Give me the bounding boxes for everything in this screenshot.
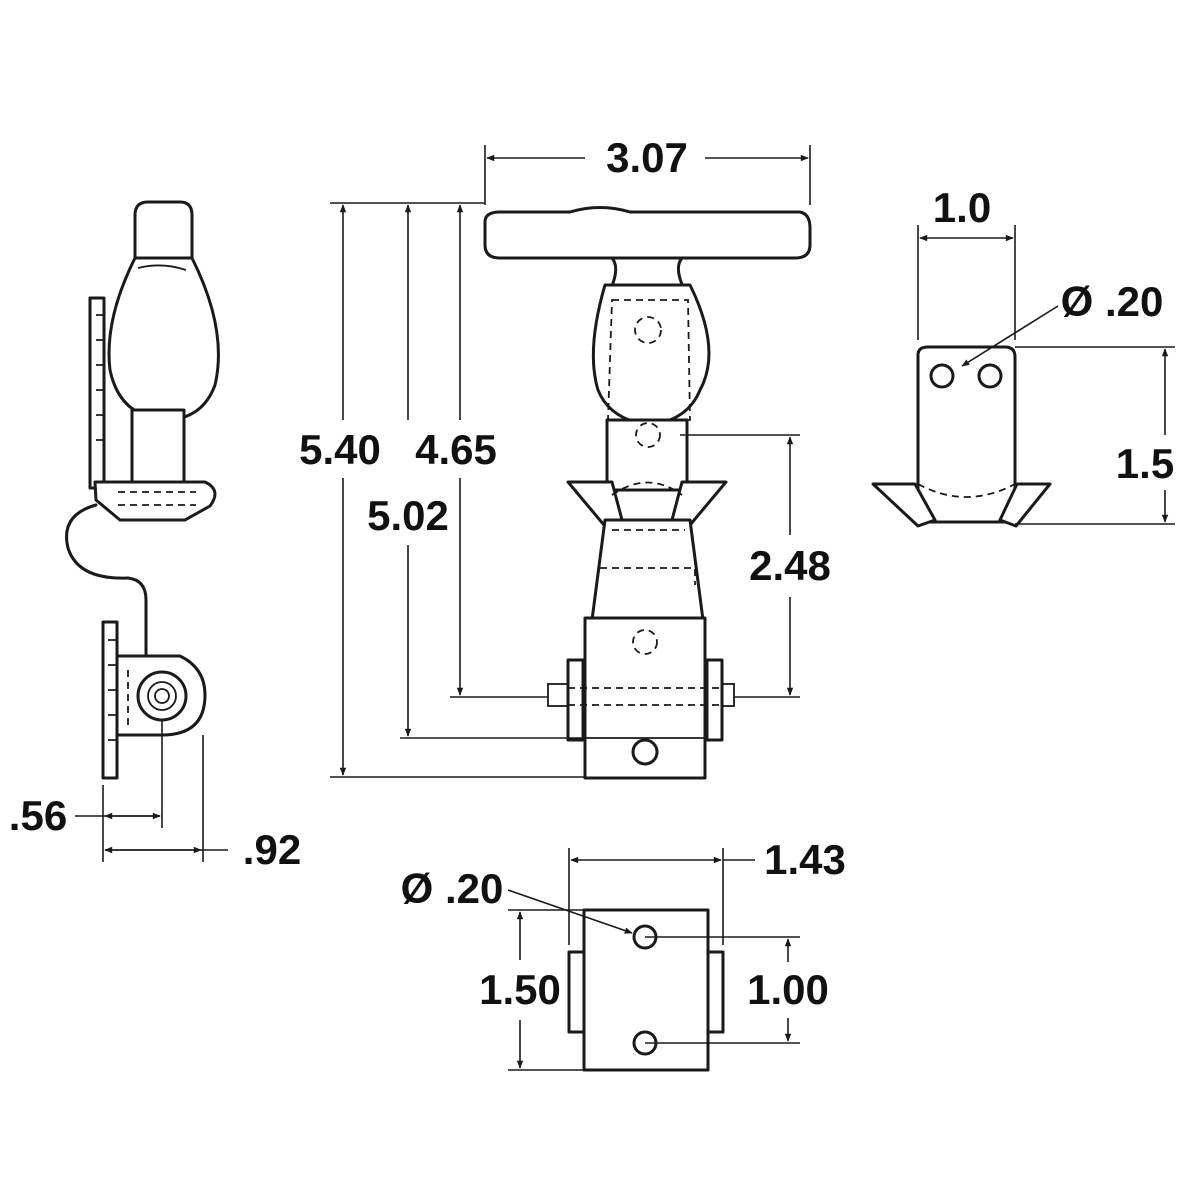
front-handle-body	[591, 283, 711, 427]
front-view	[483, 206, 812, 780]
side-plate-ticks	[96, 314, 104, 441]
dim-label-keeper-height: 1.5	[1116, 440, 1174, 487]
base-flange-left	[567, 950, 586, 1034]
keeper-hole-left	[929, 363, 955, 389]
side-pivot-inner	[147, 681, 177, 711]
side-handle-cap	[133, 200, 194, 260]
keeper-view	[871, 345, 1052, 528]
front-base-flange-right	[705, 658, 724, 742]
keeper-lip-left	[871, 482, 937, 528]
dim-label-side-small: .56	[9, 792, 67, 839]
side-plate-lower	[101, 620, 119, 780]
front-base-flange-left	[566, 658, 585, 742]
side-view	[65, 200, 220, 780]
front-bolt-hidden	[568, 687, 722, 706]
front-bolt-nut	[721, 683, 735, 707]
dim-label-keeper-width: 1.0	[933, 184, 991, 231]
dim-label-height-to-bolt: 4.65	[415, 426, 497, 473]
front-spring-body	[590, 518, 705, 622]
dim-label-base-width: 1.43	[764, 836, 846, 883]
front-t-handle-bar	[483, 206, 812, 260]
dim-label-height-overall: 5.40	[299, 426, 381, 473]
dim-label-base-hole-spacing: 1.00	[747, 966, 829, 1013]
side-handle-body	[107, 256, 220, 422]
front-base-hole	[631, 738, 659, 766]
front-shaft	[605, 418, 689, 492]
side-plate-upper	[88, 296, 106, 490]
side-pivot-outer	[136, 670, 188, 722]
dimension-labels: 3.07 5.40 4.65 5.02 2.48 1.0 Ø .20 1.5 .…	[9, 134, 1174, 1013]
keeper-plate	[916, 345, 1017, 524]
front-bolt-head	[547, 683, 569, 707]
dim-label-base-height: 1.50	[479, 966, 561, 1013]
dimension-lines	[75, 145, 1175, 1071]
keeper-hole-right	[977, 363, 1003, 389]
side-hook-collar	[93, 480, 217, 522]
base-flange-right	[706, 950, 725, 1034]
side-bracket-curve	[65, 503, 148, 662]
dim-label-overall-width: 3.07	[606, 134, 688, 181]
keeper-lip-right	[998, 482, 1052, 528]
front-handle-hole	[634, 316, 662, 344]
side-shaft	[130, 408, 186, 484]
dim-label-height-to-pivot: 5.02	[367, 492, 449, 539]
dim-label-keeper-hole: Ø .20	[1061, 278, 1164, 325]
dim-label-bolt-to-hook: 2.48	[749, 542, 831, 589]
dim-label-side-large: .92	[243, 826, 301, 873]
dim-label-base-hole: Ø .20	[401, 865, 504, 912]
base-view	[567, 908, 725, 1072]
